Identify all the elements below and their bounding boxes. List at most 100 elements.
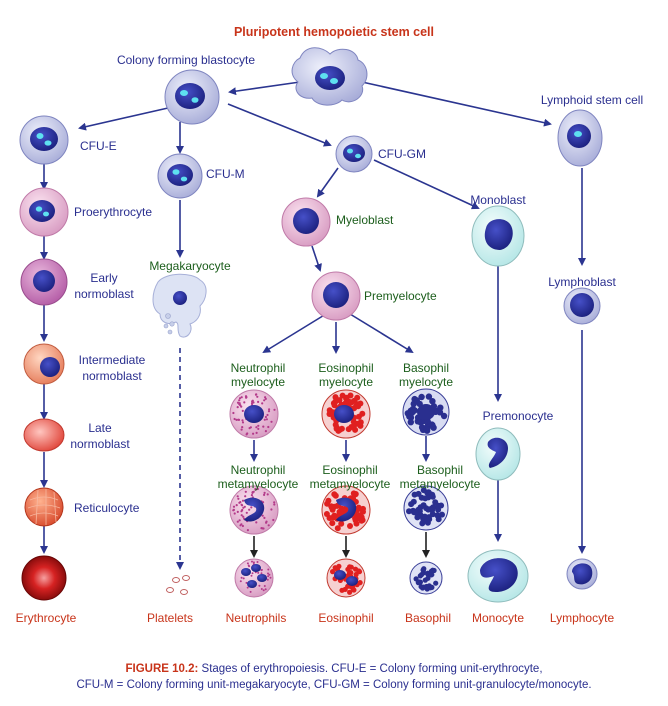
label-neutrophil-metamyelocyte-2: metamyelocyte [218, 477, 299, 491]
granule-dot [359, 410, 366, 417]
granule-dot [252, 432, 255, 435]
granule-dot [254, 487, 257, 491]
neutrophil-granules [239, 560, 272, 593]
erythrocyte-cell [21, 555, 67, 601]
granule-dot [250, 506, 253, 509]
label-monoblast: Monoblast [470, 193, 526, 207]
granule-dot [238, 399, 241, 402]
granule-dot [263, 399, 266, 402]
label-intermediate-2: normoblast [82, 369, 142, 383]
premonocyte-cell [475, 427, 521, 481]
granule-dot [237, 418, 241, 421]
granule-dot [242, 515, 245, 518]
arrow-stem-to-blastocyte [228, 81, 301, 96]
arrow-cfugm-to-myeloblast [316, 167, 339, 198]
granule-dot [347, 589, 353, 595]
granule-dot [272, 518, 275, 522]
intermediate-normoblast-cell [23, 343, 65, 385]
granule-dot [238, 519, 241, 522]
label-basophil-myelocyte-2: myelocyte [399, 375, 453, 389]
arrow-cfugm-to-monoblast [373, 159, 480, 210]
granule-dot [425, 575, 431, 581]
granule-dot [237, 497, 240, 500]
caption-line-1: FIGURE 10.2: Stages of erythropoiesis. C… [125, 663, 542, 675]
label-lymphocyte: Lymphocyte [550, 611, 615, 625]
granule-dot [241, 426, 244, 429]
granule-dot [233, 417, 236, 421]
granule-dot [352, 491, 359, 497]
granule-dot [257, 400, 260, 403]
granule-dot [251, 491, 254, 494]
granule-dot [419, 520, 426, 527]
granule-dot [260, 568, 263, 571]
granule-dot [241, 409, 244, 412]
granule-dot [354, 420, 361, 427]
granule-dot [241, 524, 244, 528]
granule-dot [241, 504, 244, 507]
granule-dot [250, 494, 253, 497]
granule-dot [414, 514, 421, 521]
granule-dot [264, 588, 267, 591]
lymphoblast-cell [563, 287, 601, 325]
granule-dot [270, 420, 273, 423]
monocyte-cell [467, 549, 529, 603]
granule-dot [264, 396, 267, 399]
granule-dot [435, 516, 442, 523]
granule-dot [432, 499, 439, 506]
granule-dot [342, 586, 348, 593]
granule-dot [263, 516, 266, 520]
granule-dot [243, 505, 246, 508]
basophil-metamyelocyte-granules [406, 487, 445, 527]
granule-dot [255, 431, 258, 434]
label-neutrophil-myelocyte-1: Neutrophil [231, 361, 286, 375]
granule-dot [264, 415, 267, 419]
granule-dot [339, 505, 345, 512]
granule-dot [353, 512, 360, 519]
granule-dot [248, 508, 251, 511]
granule-dot [360, 505, 366, 512]
granule-dot [357, 580, 363, 586]
granule-dot [262, 425, 265, 428]
granule-dot [267, 425, 270, 429]
granule-dot [343, 394, 350, 401]
granule-dot [260, 588, 263, 590]
granule-dot [267, 575, 270, 578]
granule-dot [353, 571, 359, 578]
granule-dot [257, 424, 260, 427]
granule-dot [415, 490, 422, 497]
cfu-m-cell [157, 153, 203, 199]
granule-dot [330, 569, 336, 575]
granule-dot [262, 589, 265, 592]
granule-dot [358, 517, 365, 524]
lymphocyte-cell [566, 558, 598, 590]
granule-dot [233, 512, 236, 515]
granule-dot [250, 402, 254, 405]
granule-dot [429, 398, 436, 405]
label-proerythrocyte: Proerythrocyte [74, 205, 152, 219]
basophil-metamyelocyte-cell [403, 485, 449, 531]
granule-dot [240, 428, 243, 431]
granule-dot [439, 511, 445, 518]
granule-dot [424, 490, 431, 496]
label-neutrophils: Neutrophils [226, 611, 287, 625]
label-basophil: Basophil [405, 611, 451, 625]
granule-dot [255, 426, 258, 429]
arrow-blasto-to-cfugm [227, 103, 332, 147]
granule-dot [245, 511, 248, 514]
arrow-stem-to-lymphoid [361, 81, 552, 127]
granule-dot [232, 411, 235, 415]
granule-dot [332, 565, 338, 571]
granule-dot [267, 524, 270, 527]
granule-dot [266, 413, 269, 417]
label-basophil-metamyelocyte-2: metamyelocyte [400, 477, 481, 491]
reticulocyte-cell [24, 487, 64, 527]
granule-dot [235, 418, 238, 421]
granule-dot [239, 580, 242, 583]
granule-dot [232, 505, 236, 508]
granule-dot [429, 507, 436, 514]
granule-dot [335, 427, 342, 434]
early-normoblast-cell [20, 258, 68, 306]
arrow-promyelo-to-baso [349, 313, 414, 354]
granule-dot [263, 493, 266, 496]
granule-dot [331, 491, 338, 498]
